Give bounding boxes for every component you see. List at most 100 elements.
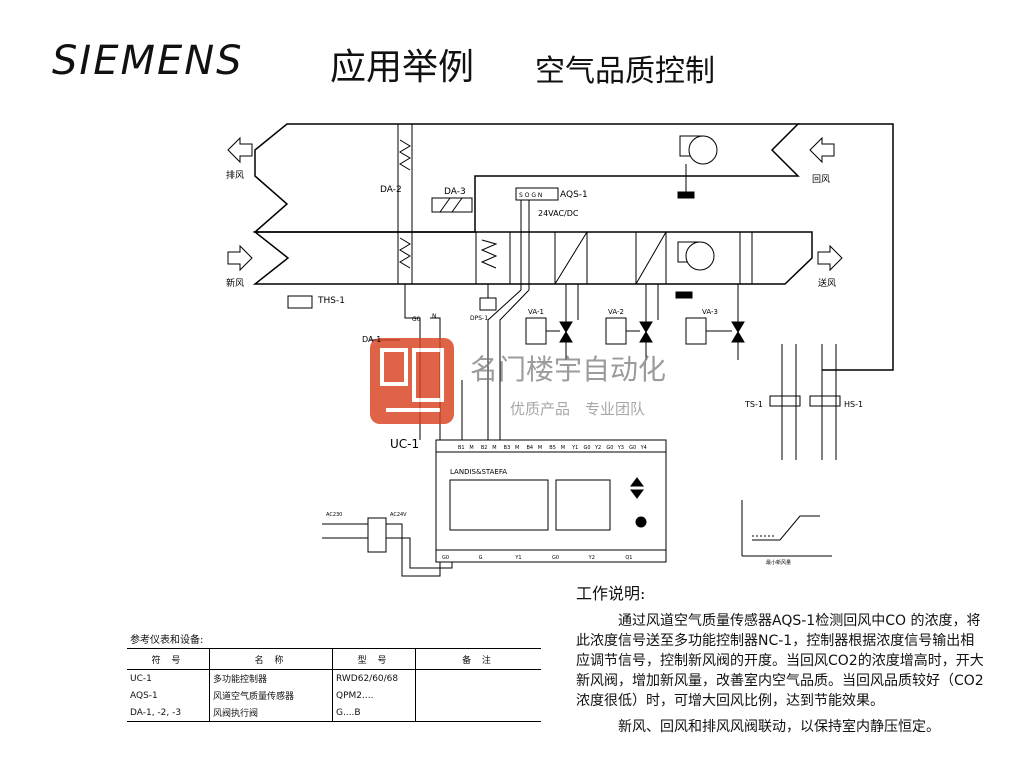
- return-fan-icon: [677, 135, 718, 199]
- terminal-label: B3: [504, 445, 511, 451]
- watermark-subtext: 优质产品 专业团队: [510, 400, 646, 418]
- table-row: AQS-1 风道空气质量传感器 QPM2....: [127, 687, 541, 704]
- ths-sensor: [287, 295, 313, 309]
- supply-fan-icon: [675, 241, 715, 299]
- terminal-label: M: [469, 445, 473, 451]
- cell-note: [415, 704, 541, 722]
- da2-label: DA-2: [380, 185, 402, 195]
- page-title: 应用举例: [330, 47, 475, 88]
- terminal-label: M: [515, 445, 519, 451]
- uc-label: UC-1: [390, 437, 419, 451]
- terminal-label: G0: [442, 555, 449, 561]
- notes-body: 通过风道空气质量传感器AQS-1检测回风中CO 的浓度，将此浓度信号送至多功能控…: [576, 611, 986, 737]
- exhaust-air-label: 排风: [226, 169, 244, 181]
- terminal-label: Y4: [640, 445, 647, 451]
- valves: [525, 284, 745, 360]
- column-symbol: 符 号: [127, 648, 210, 670]
- cell-name: 风阀执行阀: [209, 704, 333, 722]
- terminal-label: G0: [584, 445, 591, 451]
- fresh-air-label: 新风: [226, 277, 244, 289]
- terminal-label: M: [492, 445, 496, 451]
- notes-paragraph-1: 通过风道空气质量传感器AQS-1检测回风中CO 的浓度，将此浓度信号送至多功能控…: [576, 613, 984, 709]
- supply-sections: [475, 231, 753, 285]
- exhaust-arrow-icon: [227, 136, 253, 164]
- power-label: 24VAC/DC: [538, 209, 579, 218]
- return-exhaust-duct: [253, 123, 800, 233]
- column-name: 名 称: [209, 648, 333, 670]
- cell-symbol: AQS-1: [130, 690, 158, 701]
- supply-fresh-duct: [252, 231, 813, 285]
- table-row: UC-1 多功能控制器 RWD62/60/68: [127, 669, 541, 687]
- dps-label: DPS-1: [470, 315, 488, 322]
- column-model: 型 号: [332, 648, 416, 670]
- terminal-label: Y2: [594, 445, 601, 451]
- ts-label: TS-1: [744, 400, 763, 409]
- terminal-label: G0: [552, 555, 559, 561]
- terminal-label: B1: [458, 445, 465, 451]
- va3-label: VA-3: [702, 308, 718, 316]
- cell-symbol: DA-1, -2, -3: [127, 704, 210, 722]
- ac-out-label: AC24V: [390, 512, 407, 518]
- terminal-label: B5: [549, 445, 556, 451]
- aqs-sensor: [487, 187, 559, 440]
- ts-hs-sensors: [769, 344, 841, 460]
- va2-label: VA-2: [608, 308, 624, 316]
- terminal-label: Y1: [514, 555, 521, 561]
- n-label: N: [432, 313, 437, 320]
- cell-model: RWD62/60/68: [332, 669, 416, 687]
- terminal-label: Y3: [617, 445, 624, 451]
- watermark-text: 名门楼宇自动化: [470, 353, 667, 386]
- terminal-bottom-row: G0 G Y1 G0 Y2 Q1: [442, 555, 632, 561]
- aqs-terminals-label: S O G N: [519, 192, 542, 199]
- terminal-label: G: [479, 555, 483, 561]
- return-arrow-icon: [809, 136, 835, 164]
- damper-da2: [397, 124, 413, 284]
- cell-symbol: UC-1: [130, 673, 152, 684]
- terminal-label: G0: [629, 445, 636, 451]
- siemens-logo: SIEMENS: [52, 38, 244, 84]
- control-curve: [741, 500, 832, 557]
- terminal-label: Y1: [571, 445, 578, 451]
- terminal-label: B4: [526, 445, 533, 451]
- terminal-label: B2: [481, 445, 488, 451]
- controller-brand-label: LANDIS&STAEFA: [450, 468, 507, 476]
- fresh-arrow-icon: [227, 244, 253, 272]
- cell-name: 风道空气质量传感器: [209, 687, 333, 704]
- terminal-label: M: [538, 445, 542, 451]
- aqs-label: AQS-1: [560, 190, 588, 200]
- cell-note: [415, 669, 541, 687]
- supply-air-label: 送风: [818, 277, 836, 289]
- table-row: DA-1, -2, -3 风阀执行阀 G....B: [127, 704, 541, 722]
- column-note: 备 注: [415, 648, 541, 670]
- terminal-label: Y2: [588, 555, 595, 561]
- ac-in-label: AC230: [326, 512, 342, 518]
- cell-name: 多功能控制器: [209, 669, 333, 687]
- return-riser: [798, 123, 894, 371]
- hs-label: HS-1: [844, 400, 863, 409]
- return-air-label: 回风: [812, 174, 830, 185]
- reference-heading: 参考仪表和设备:: [130, 635, 204, 646]
- damper-da3: [431, 197, 473, 213]
- page-subtitle: 空气品质控制: [535, 54, 715, 89]
- supply-arrow-icon: [817, 244, 843, 272]
- notes-paragraph-2: 新风、回风和排风风阀联动，以保持室内静压恒定。: [618, 719, 940, 735]
- terminal-label: Q1: [625, 555, 632, 561]
- controller-uc1: [435, 439, 667, 563]
- notes-heading: 工作说明:: [576, 584, 646, 603]
- va1-label: VA-1: [528, 308, 544, 316]
- da1-label: DA-1: [362, 335, 381, 344]
- terminal-label: G0: [606, 445, 613, 451]
- cell-note: [415, 687, 541, 704]
- transformer: [322, 517, 453, 577]
- ths-label: THS-1: [317, 296, 345, 306]
- dps-sensor: [479, 284, 497, 311]
- curve-label: 最小新风量: [766, 559, 791, 566]
- cell-model: G....B: [332, 704, 416, 722]
- cell-model: QPM2....: [332, 687, 416, 704]
- reference-table: 符 号 名 称 型 号 备 注 UC-1 多功能控制器 RWD62/60/68 …: [127, 648, 541, 722]
- watermark-logo: [370, 338, 454, 424]
- terminal-label: M: [561, 445, 565, 451]
- g0-label: G0: [412, 316, 421, 323]
